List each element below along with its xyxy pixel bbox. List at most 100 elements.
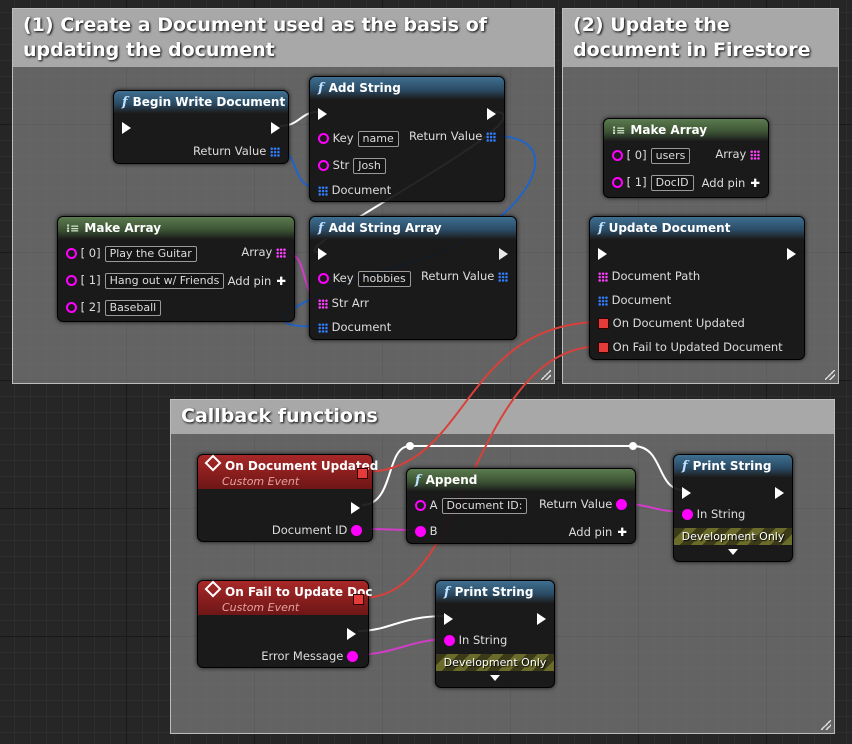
event-icon bbox=[204, 580, 222, 598]
node-begin-write-document[interactable]: f Begin Write Document Return Value bbox=[113, 90, 289, 164]
b-pin[interactable] bbox=[415, 526, 426, 537]
key-pin[interactable] bbox=[318, 133, 329, 144]
array-item-pin[interactable] bbox=[66, 302, 77, 313]
exec-out-pin[interactable] bbox=[787, 247, 796, 260]
comment-title: Callback functions bbox=[171, 400, 834, 434]
add-pin-button[interactable]: Add pin bbox=[227, 274, 272, 288]
function-icon: f bbox=[122, 95, 128, 110]
return-value-pin[interactable] bbox=[270, 146, 280, 157]
node-title: Begin Write Document bbox=[132, 95, 286, 109]
document-pin[interactable] bbox=[318, 185, 328, 196]
error-message-pin[interactable] bbox=[347, 651, 358, 662]
pin-label: Document bbox=[611, 293, 672, 307]
exec-in-pin[interactable] bbox=[318, 107, 327, 120]
array-item-input[interactable]: users bbox=[650, 147, 691, 164]
on-document-updated-pin[interactable] bbox=[598, 318, 609, 329]
add-pin-button[interactable]: Add pin bbox=[701, 176, 746, 190]
make-array-icon: ⁝≡ bbox=[612, 124, 626, 137]
comment-title: (1) Create a Document used as the basis … bbox=[13, 9, 554, 67]
node-make-array-path[interactable]: ⁝≡Make Array [ 0]users Array [ 1]DocID A… bbox=[603, 118, 769, 198]
exec-out-pin[interactable] bbox=[775, 486, 784, 499]
pin-label: In String bbox=[696, 507, 746, 521]
pin-label: B bbox=[429, 524, 438, 538]
development-only-banner: Development Only bbox=[674, 528, 792, 545]
exec-out-pin[interactable] bbox=[271, 121, 280, 134]
comment-title: (2) Update the document in Firestore bbox=[563, 9, 838, 67]
node-title: Add String Array bbox=[328, 221, 442, 235]
node-make-array-hobbies[interactable]: ⁝≡Make Array [ 0]Play the Guitar Array [… bbox=[57, 216, 295, 322]
plus-icon[interactable]: ✚ bbox=[276, 274, 286, 288]
make-array-icon: ⁝≡ bbox=[66, 222, 80, 235]
on-fail-pin[interactable] bbox=[598, 342, 609, 353]
pin-label: Error Message bbox=[261, 649, 344, 663]
delegate-out-pin[interactable] bbox=[353, 594, 364, 605]
array-item-pin[interactable] bbox=[66, 275, 77, 286]
array-item-pin[interactable] bbox=[66, 248, 77, 259]
node-title: On Document Updated bbox=[225, 459, 379, 473]
delegate-out-pin[interactable] bbox=[357, 468, 368, 479]
development-only-banner: Development Only bbox=[436, 654, 554, 671]
plus-icon[interactable]: ✚ bbox=[750, 176, 760, 190]
array-item-input[interactable]: Baseball bbox=[104, 299, 162, 316]
expand-arrow-icon[interactable] bbox=[728, 549, 738, 555]
pin-label: Return Value bbox=[192, 144, 267, 158]
key-pin[interactable] bbox=[318, 273, 329, 284]
array-item-pin[interactable] bbox=[612, 150, 623, 161]
str-arr-pin[interactable] bbox=[318, 298, 328, 309]
function-icon: f bbox=[318, 221, 324, 236]
a-input[interactable]: Document ID: bbox=[441, 497, 528, 514]
array-out-pin[interactable] bbox=[750, 149, 760, 160]
exec-out-pin[interactable] bbox=[351, 501, 360, 514]
node-title: Print String bbox=[692, 459, 772, 473]
plus-icon[interactable]: ✚ bbox=[617, 525, 627, 539]
expand-arrow-icon[interactable] bbox=[490, 675, 500, 681]
pin-label: On Document Updated bbox=[612, 316, 745, 330]
str-input[interactable]: Josh bbox=[353, 157, 386, 174]
exec-in-pin[interactable] bbox=[122, 121, 131, 134]
resize-grip-icon[interactable] bbox=[825, 370, 835, 380]
document-pin[interactable] bbox=[598, 295, 608, 306]
exec-out-pin[interactable] bbox=[489, 248, 499, 260]
str-pin[interactable] bbox=[318, 160, 329, 171]
add-pin-button[interactable]: Add pin bbox=[568, 525, 613, 539]
array-item-input[interactable]: DocID bbox=[650, 174, 694, 191]
pin-label: [ 0] bbox=[80, 246, 101, 260]
exec-out-pin[interactable] bbox=[347, 627, 356, 640]
exec-in-pin[interactable] bbox=[444, 612, 453, 625]
exec-out-pin[interactable] bbox=[487, 107, 496, 120]
pin-label: [ 0] bbox=[626, 148, 647, 162]
resize-grip-icon[interactable] bbox=[541, 370, 551, 380]
exec-out-pin[interactable] bbox=[537, 612, 546, 625]
exec-in-pin[interactable] bbox=[318, 247, 327, 260]
in-string-pin[interactable] bbox=[682, 509, 693, 520]
return-value-pin[interactable] bbox=[486, 131, 496, 142]
document-id-pin[interactable] bbox=[351, 525, 362, 536]
array-item-input[interactable]: Hang out w/ Friends bbox=[104, 272, 225, 289]
array-out-pin[interactable] bbox=[276, 247, 286, 258]
array-item-pin[interactable] bbox=[612, 177, 623, 188]
exec-in-pin[interactable] bbox=[598, 247, 607, 260]
return-value-pin[interactable] bbox=[616, 499, 627, 510]
in-string-pin[interactable] bbox=[444, 635, 455, 646]
pin-label: Key bbox=[332, 271, 354, 285]
node-subtitle: Custom Event bbox=[222, 475, 300, 488]
array-item-input[interactable]: Play the Guitar bbox=[104, 245, 197, 262]
a-pin[interactable] bbox=[415, 500, 426, 511]
resize-grip-icon[interactable] bbox=[821, 720, 831, 730]
document-pin[interactable] bbox=[318, 322, 328, 333]
exec-in-pin[interactable] bbox=[682, 486, 691, 499]
return-value-pin[interactable] bbox=[498, 271, 508, 282]
key-input[interactable]: hobbies bbox=[357, 270, 411, 287]
key-input[interactable]: name bbox=[357, 130, 399, 147]
pin-label: Return Value bbox=[408, 129, 483, 143]
document-path-pin[interactable] bbox=[598, 271, 608, 282]
pin-label: Str Arr bbox=[331, 296, 369, 310]
